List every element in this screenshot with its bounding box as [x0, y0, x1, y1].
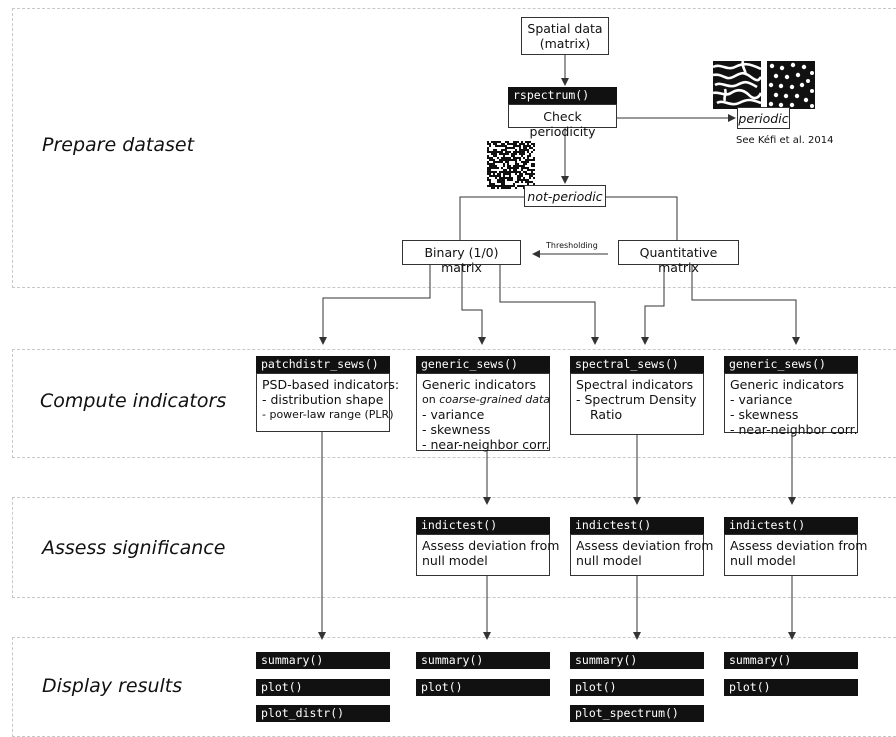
- section-label-compute: Compute indicators: [40, 390, 227, 412]
- random-noise-pattern-image: [487, 141, 535, 189]
- generic-sews-function-coarse: generic_sews(): [416, 356, 550, 373]
- assess-deviation-box-col4: Assess deviation from null model: [724, 534, 868, 576]
- arrow-quant-to-col3: [641, 265, 665, 345]
- generic-indicators-title: Generic indicators: [730, 377, 844, 392]
- plot-function-col3: plot(): [570, 679, 704, 696]
- section-label-prepare: Prepare dataset: [42, 134, 195, 156]
- branch-notperiodic-left: [459, 196, 524, 240]
- coarse-item-nn-corr: - near-neighbor corr.: [422, 437, 550, 452]
- spectral-item-sdr: - Spectrum Density: [576, 392, 697, 407]
- check-periodicity-label: Check periodicity: [529, 109, 596, 139]
- generic-sews-function: generic_sews(): [724, 356, 858, 373]
- psd-item-distribution-shape: - distribution shape: [262, 392, 384, 407]
- not-periodic-box: not-periodic: [524, 185, 606, 207]
- spectral-indicators-title: Spectral indicators: [576, 377, 694, 392]
- spatial-data-label: Spatial data: [527, 21, 603, 36]
- periodic-box: periodic: [737, 107, 790, 129]
- section-label-assess: Assess significance: [42, 537, 226, 559]
- psd-item-plr: - power-law range (PLR): [262, 408, 394, 421]
- generic-item-variance: - variance: [730, 392, 793, 407]
- coarse-item-skewness: - skewness: [422, 422, 491, 437]
- assess-deviation-box-col3: Assess deviation from null model: [570, 534, 714, 576]
- section-assess-significance: [12, 497, 896, 598]
- psd-indicators-title: PSD-based indicators:: [262, 377, 400, 392]
- branch-notperiodic-right: [606, 196, 678, 240]
- periodic-citation: See Kéfi et al. 2014: [736, 135, 834, 146]
- quantitative-matrix-box: Quantitative matrix: [618, 240, 739, 275]
- generic-item-skewness: - skewness: [730, 407, 799, 422]
- patchdistr-sews-function: patchdistr_sews(): [256, 356, 390, 373]
- generic-indicators-coarse-title: Generic indicators: [422, 377, 536, 392]
- rspectrum-function: rspectrum(): [508, 87, 617, 104]
- periodic-label: periodic: [738, 111, 789, 126]
- plot-function-col4: plot(): [724, 679, 858, 696]
- coarse-grained-subtitle: on coarse-grained data: [422, 393, 551, 406]
- coarse-item-variance: - variance: [422, 407, 485, 422]
- check-periodicity-box: Check periodicity: [508, 104, 617, 139]
- spectral-indicators-box: Spectral indicators - Spectrum Density R…: [570, 373, 704, 435]
- spatial-data-box: Spatial data (matrix): [521, 17, 609, 55]
- arrow-binary-to-col1: [319, 265, 431, 345]
- indictest-function-col4: indictest(): [724, 517, 858, 534]
- null-model-text-col2: null model: [422, 553, 488, 568]
- null-model-text-col3: null model: [576, 553, 642, 568]
- binary-matrix-label: Binary (1/0) matrix: [424, 245, 499, 275]
- assess-deviation-text-col4: Assess deviation from: [730, 538, 868, 553]
- generic-indicators-box: Generic indicators - variance - skewness…: [724, 373, 858, 437]
- arrow-binary-to-col2: [461, 265, 486, 345]
- section-compute-indicators: [12, 349, 896, 458]
- plot-spectrum-function: plot_spectrum(): [570, 705, 704, 722]
- arrow-binary-to-col3: [499, 265, 599, 345]
- thresholding-label: Thresholding: [546, 241, 598, 250]
- summary-function-col4: summary(): [724, 652, 858, 669]
- section-prepare-dataset: [12, 8, 896, 288]
- summary-function-col3: summary(): [570, 652, 704, 669]
- plot-function-col2: plot(): [416, 679, 550, 696]
- spectral-item-ratio: Ratio: [590, 407, 623, 422]
- spotted-pattern-image: [767, 61, 815, 109]
- indictest-function-col3: indictest(): [570, 517, 704, 534]
- generic-item-nn-corr: - near-neighbor corr.: [730, 422, 858, 437]
- assess-deviation-text-col3: Assess deviation from: [576, 538, 714, 553]
- assess-deviation-box-col2: Assess deviation from null model: [416, 534, 560, 576]
- plot-function-col1: plot(): [256, 679, 390, 696]
- plot-distr-function: plot_distr(): [256, 705, 390, 722]
- labyrinth-pattern-image: [713, 61, 761, 109]
- arrow-quant-to-col4: [691, 265, 800, 345]
- assess-deviation-text-col2: Assess deviation from: [422, 538, 560, 553]
- quantitative-matrix-label: Quantitative matrix: [639, 245, 718, 275]
- section-label-display: Display results: [42, 675, 183, 697]
- summary-function-col1: summary(): [256, 652, 390, 669]
- summary-function-col2: summary(): [416, 652, 550, 669]
- null-model-text-col4: null model: [730, 553, 796, 568]
- binary-matrix-box: Binary (1/0) matrix: [402, 240, 521, 275]
- indictest-function-col2: indictest(): [416, 517, 550, 534]
- spatial-data-sublabel: (matrix): [539, 36, 591, 51]
- generic-indicators-coarse-box: Generic indicators on coarse-grained dat…: [416, 373, 551, 452]
- not-periodic-label: not-periodic: [527, 189, 603, 204]
- psd-indicators-box: PSD-based indicators: - distribution sha…: [256, 373, 400, 432]
- spectral-sews-function: spectral_sews(): [570, 356, 704, 373]
